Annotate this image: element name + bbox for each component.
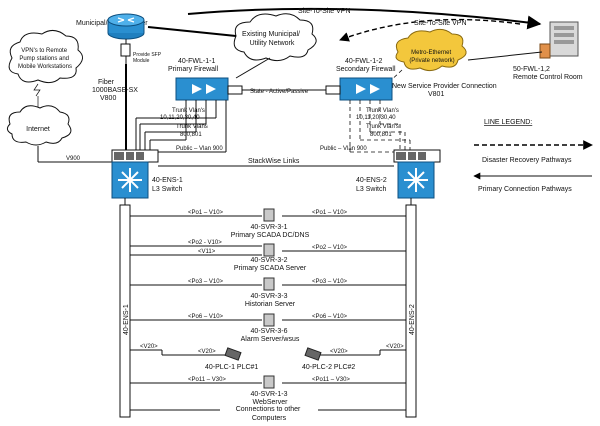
legend-primary-label: Primary Connection Pathways <box>478 186 572 193</box>
server-4: 40-SVR-3-6 Alarm Server/wsus <box>241 313 300 343</box>
site-to-site-vpn-primary <box>187 7 542 30</box>
public-right-label: Public – Vlan 900 <box>320 146 367 152</box>
link-row-1: <Po1 – V10> <Po1 – V10> <box>130 210 406 217</box>
link-row-3: <Po3 – V10> <Po3 – V10> <box>130 279 406 286</box>
svg-text:<Po1 – V10>: <Po1 – V10> <box>312 210 348 216</box>
ens2-label: 40-ENS-2 L3 Switch <box>356 177 389 193</box>
existing-network-text: Existing Municipal/ Utility Network <box>242 31 302 47</box>
svg-text:40-PLC-2 PLC#2: 40-PLC-2 PLC#2 <box>302 364 355 371</box>
link-row-plc: <V20> <V20> <V20> <V20> <box>130 344 406 356</box>
server-5: 40-SVR-1-3 WebServer <box>251 375 290 406</box>
metro-ethernet-cloud: Metro-Ethernet (Private network) <box>395 28 467 72</box>
sfp-module-icon <box>120 43 131 57</box>
svg-text:<Po11 – V30>: <Po11 – V30> <box>312 377 350 383</box>
fw2-label: 40-FWL-1-2 Secondary Firewall <box>336 58 396 73</box>
legend-title: LINE LEGEND: <box>484 119 532 126</box>
svg-text:40-PLC-1 PLC#1: 40-PLC-1 PLC#1 <box>205 364 258 371</box>
ens2-vertical-label: 40-ENS-2 <box>409 304 416 335</box>
secondary-firewall-icon <box>325 77 393 101</box>
ens2-switch-icon <box>393 149 441 199</box>
trunk-left-1-label: Trunk Vlan's 10,11,20,30,40 <box>160 108 207 121</box>
router-icon <box>107 13 145 40</box>
remote-room-label: Remote Control Room <box>513 74 583 81</box>
svg-text:<Po1 – V10>: <Po1 – V10> <box>188 210 224 216</box>
svg-text:40-SVR-3-6 Alarm Server/: 40-SVR-3-6 Alarm Server/wsus <box>241 328 300 343</box>
remote-fw-label: 50-FWL-1,2 <box>513 66 550 73</box>
internet-label: Internet <box>26 126 50 133</box>
svg-text:<Po11 – V30>: <Po11 – V30> <box>188 377 226 383</box>
existing-network-cloud: Existing Municipal/ Utility Network <box>233 13 317 62</box>
server-icon <box>263 208 275 222</box>
remote-control-room-icon <box>539 21 579 59</box>
svg-text:<V20>: <V20> <box>386 344 404 350</box>
plc-2: 40-PLC-2 PLC#2 <box>302 347 355 371</box>
server-3: 40-SVR-3-3 Historian Server <box>245 277 296 308</box>
fw1-label: 40-FWL-1-1 Primary Firewall <box>168 58 219 73</box>
server-1: 40-SVR-3-1 Primary SCADA DC/DNS <box>231 208 310 239</box>
plc-1: 40-PLC-1 PLC#1 <box>205 347 258 371</box>
fw2-trunk-lines <box>349 100 411 153</box>
new-sp-label: New Service Provider Connection V801 <box>392 83 499 98</box>
vpn-cloud: VPN's to Remote Pump stations and Mobile… <box>8 30 83 84</box>
metro-to-remote-link <box>467 51 543 61</box>
link-row-other: Connections to other Computers <box>130 406 406 422</box>
site-vpn-top-label: Site-To-Site VPN <box>298 8 351 15</box>
link-row-2: <Po2 - V10> <Po2 – V10> <V11> <box>130 240 406 256</box>
svg-text:<Po6 – V10>: <Po6 – V10> <box>188 314 224 320</box>
vpn-link-lightning <box>33 83 41 97</box>
public-left-label: Public – Vlan 900 <box>176 146 223 152</box>
svg-text:<Po3 – V10>: <Po3 – V10> <box>188 279 224 285</box>
connections-label: Connections to other Computers <box>236 406 303 422</box>
server-icon <box>263 313 275 327</box>
plc-icon <box>224 347 242 361</box>
link-row-4: <Po6 – V10> <Po6 – V10> <box>130 314 406 321</box>
metro-ethernet-text: Metro-Ethernet (Private network) <box>409 50 454 64</box>
site-vpn-dashed-label: Site-To-Site VPN <box>414 20 467 27</box>
svg-text:<V20>: <V20> <box>330 349 348 355</box>
line-legend: LINE LEGEND: Disaster Recovery Pathways … <box>473 119 593 193</box>
trunk-left-2-label: Trunk Vlans 800,801 <box>176 124 209 138</box>
plc-icon <box>304 347 322 361</box>
ens1-switch-icon <box>111 149 159 199</box>
primary-firewall-icon <box>175 77 243 101</box>
svg-text:<Po3 – V10>: <Po3 – V10> <box>312 279 348 285</box>
vpn-cloud-text: VPN's to Remote Pump stations and Mobile… <box>18 48 72 70</box>
trunk-right-1-label: Trunk Vlan's 10,11,20,30,40 <box>356 108 401 121</box>
svg-text:<Po2 – V10>: <Po2 – V10> <box>312 245 348 251</box>
svg-text:40-SVR-3-2 Primary SCADA: 40-SVR-3-2 Primary SCADA Server <box>234 257 307 272</box>
ens1-vertical-label: 40-ENS-1 <box>123 304 130 335</box>
trunk-right-2-label: Trunk Vlan's 800,801 <box>366 124 401 138</box>
state-label: State - Active/Passive <box>250 89 309 95</box>
svg-text:<Po2 - V10>: <Po2 - V10> <box>188 240 222 246</box>
server-icon <box>263 375 275 389</box>
stackwise-label: StackWise Links <box>248 158 300 165</box>
svg-text:<Po6 – V10>: <Po6 – V10> <box>312 314 348 320</box>
server-icon <box>263 243 275 257</box>
internet-cloud: Internet <box>6 105 72 146</box>
svg-text:<V11>: <V11> <box>198 249 216 255</box>
sfp-label: Provide SFP Module <box>133 52 162 64</box>
v900-label: V900 <box>66 156 81 162</box>
svg-text:40-SVR-3-3 Historian Ser: 40-SVR-3-3 Historian Server <box>245 293 296 308</box>
svg-text:40-SVR-3-1 Primary SCADA: 40-SVR-3-1 Primary SCADA DC/DNS <box>231 224 310 239</box>
ens1-label: 40-ENS-1 L3 Switch <box>152 177 185 193</box>
server-icon <box>263 277 275 291</box>
link-row-web: <Po11 – V30> <Po11 – V30> <box>130 377 406 384</box>
server-2: 40-SVR-3-2 Primary SCADA Server <box>234 243 307 272</box>
svg-text:<V20>: <V20> <box>140 344 158 350</box>
legend-dr-label: Disaster Recovery Pathways <box>482 157 572 164</box>
svg-text:40-SVR-1-3 WebServer: 40-SVR-1-3 WebServer <box>251 391 290 406</box>
fw1-trunk-lines <box>135 100 227 153</box>
existing-network-to-fw1 <box>235 57 271 79</box>
svg-text:<V20>: <V20> <box>198 349 216 355</box>
router-to-existing-network <box>147 26 237 37</box>
site-to-site-vpn-dr <box>339 18 521 42</box>
fiber-label: Fiber 1000BASE-SX V800 <box>92 79 140 102</box>
